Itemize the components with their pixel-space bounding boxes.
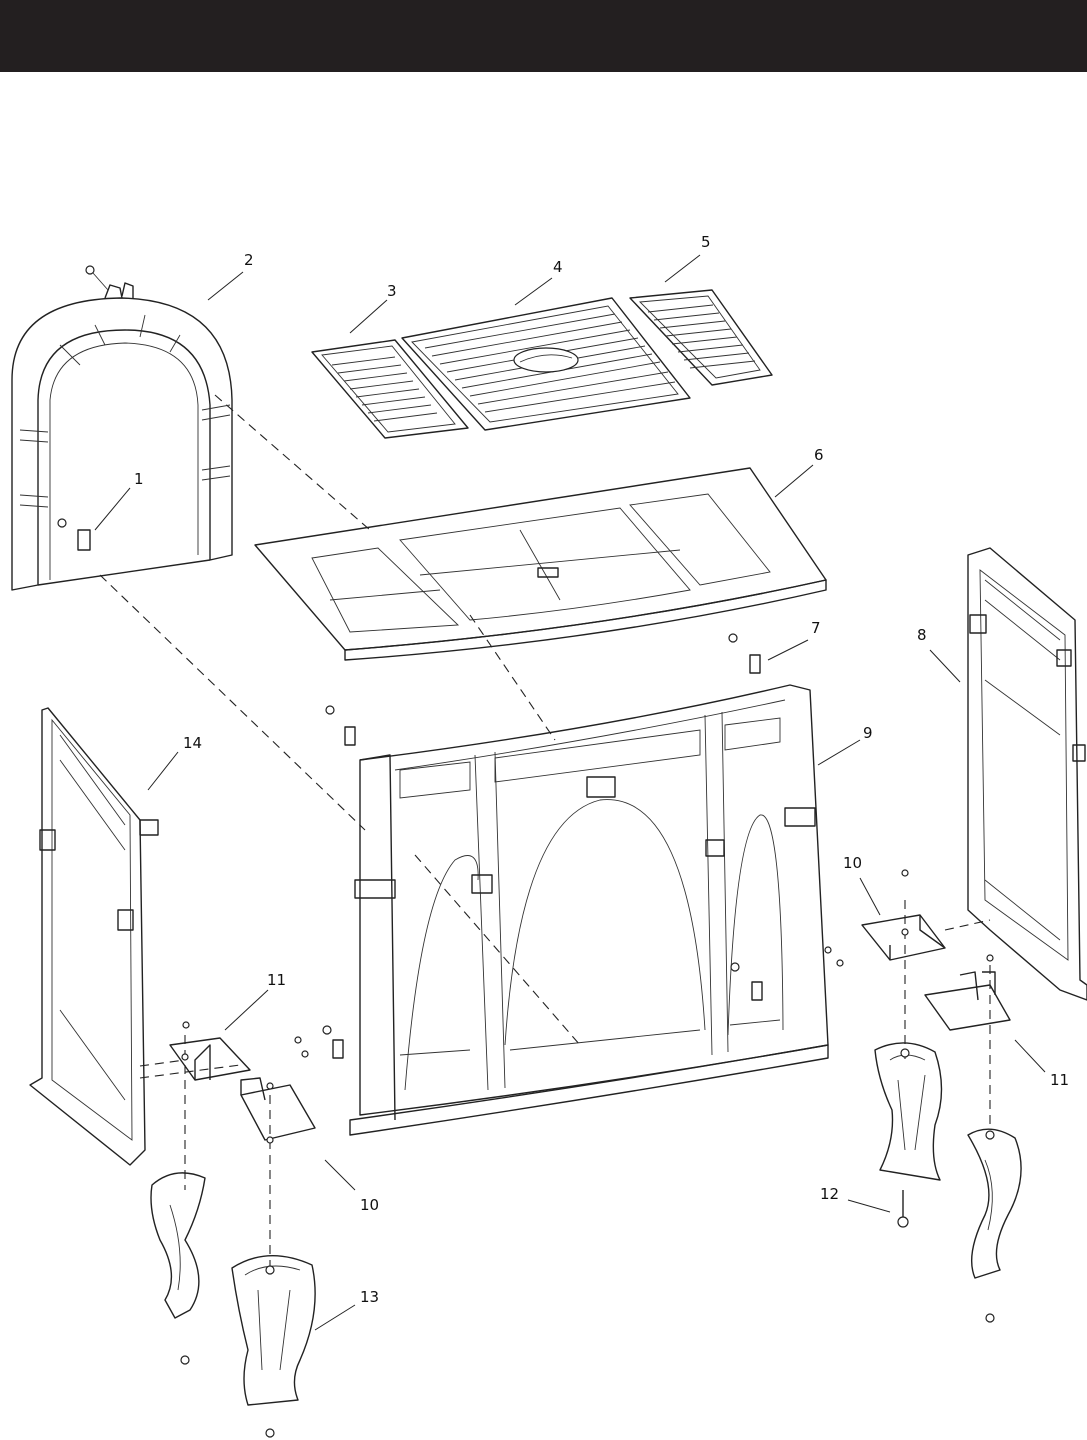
front-facade xyxy=(350,685,828,1135)
right-side-panel xyxy=(968,548,1087,1000)
top-plate xyxy=(255,468,826,660)
callout-4: 4 xyxy=(553,258,563,276)
leveling-bolt xyxy=(898,1190,908,1227)
arched-door-frame xyxy=(12,266,232,590)
callout-3: 3 xyxy=(387,282,397,300)
callout-8: 8 xyxy=(917,626,927,644)
callout-11-left: 11 xyxy=(267,971,286,989)
right-top-grille xyxy=(630,290,772,385)
callout-10-right: 10 xyxy=(843,854,862,872)
callout-12: 12 xyxy=(820,1185,839,1203)
mounting-bracket-10 xyxy=(241,870,945,1143)
assembly-lines xyxy=(100,395,990,1270)
callout-13: 13 xyxy=(360,1288,379,1306)
left-top-grille xyxy=(312,340,468,438)
left-side-panel xyxy=(30,708,158,1165)
mounting-bracket-11 xyxy=(170,947,1010,1080)
callout-14: 14 xyxy=(183,734,202,752)
callout-11-right: 11 xyxy=(1050,1071,1069,1089)
callout-5: 5 xyxy=(701,233,711,251)
callout-2: 2 xyxy=(244,251,254,269)
callout-6: 6 xyxy=(814,446,824,464)
latch-bracket xyxy=(323,634,762,1058)
callout-1: 1 xyxy=(134,470,144,488)
cabriole-legs xyxy=(151,1043,1021,1437)
center-top-grille xyxy=(402,298,690,430)
callout-9: 9 xyxy=(863,724,873,742)
callout-10-left: 10 xyxy=(360,1196,379,1214)
callout-7: 7 xyxy=(811,619,821,637)
